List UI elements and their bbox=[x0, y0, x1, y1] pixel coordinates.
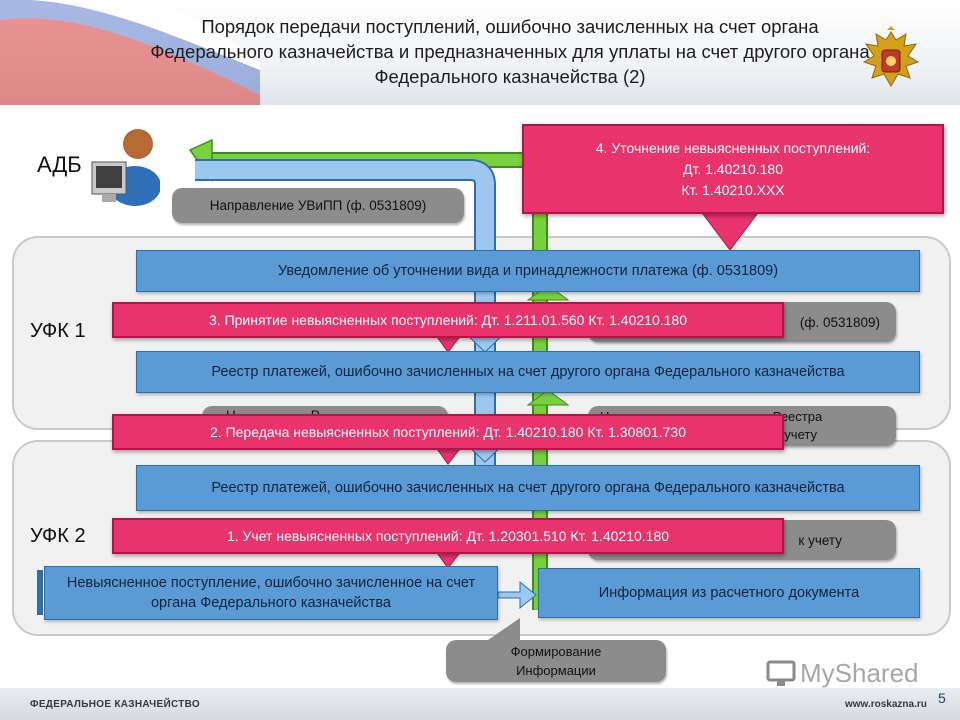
row-label-ufk2: УФК 2 bbox=[30, 525, 86, 547]
ufk2-registry-box: Реестр платежей, ошибочно зачисленных на… bbox=[136, 465, 920, 511]
step-4-credit: Кт. 1.40210.ХХХ bbox=[681, 181, 785, 198]
row-label-ufk1: УФК 1 bbox=[30, 320, 86, 342]
row-label-adb: АДБ bbox=[37, 152, 82, 177]
watermark-logo-icon bbox=[766, 660, 796, 686]
footer-org-name: ФЕДЕРАЛЬНОЕ КАЗНАЧЕЙСТВО bbox=[30, 699, 200, 710]
unidentified-receipt-box: Невыясненное поступление, ошибочно зачис… bbox=[44, 566, 498, 620]
step-2-box: 2. Передача невыясненных поступлений: Дт… bbox=[112, 414, 784, 450]
payment-doc-info-box: Информация из расчетного документа bbox=[538, 568, 920, 618]
page-title: Порядок передачи поступлений, ошибочно з… bbox=[150, 16, 870, 87]
footer-bar bbox=[0, 688, 960, 720]
operator-computer-icon bbox=[91, 129, 160, 206]
uvipp-direction-label: Направление УВиПП (ф. 0531809) bbox=[172, 188, 464, 223]
watermark-text: MyShared bbox=[800, 658, 919, 688]
forming-info-label: Формирование Информации bbox=[446, 640, 666, 682]
step-4-title: 4. Уточнение невыясненных поступлений: bbox=[595, 139, 871, 156]
treasury-emblem-icon bbox=[862, 26, 920, 87]
ufk1-notice-box: Уведомление об уточнении вида и принадле… bbox=[136, 250, 920, 292]
page-number: 5 bbox=[938, 690, 946, 706]
ufk1-registry-box: Реестр платежей, ошибочно зачисленных на… bbox=[136, 351, 920, 393]
russian-flag-graphic bbox=[0, 0, 260, 105]
step-3-box: 3. Принятие невыясненных поступлений: Дт… bbox=[112, 302, 784, 338]
step-4-box: 4. Уточнение невыясненных поступлений: Д… bbox=[522, 124, 944, 214]
step-1-box: 1. Учет невыясненных поступлений: Дт. 1.… bbox=[112, 518, 784, 554]
step-4-debit: Дт. 1.40210.180 bbox=[683, 160, 783, 177]
footer-website: www.roskazna.ru bbox=[845, 699, 927, 710]
